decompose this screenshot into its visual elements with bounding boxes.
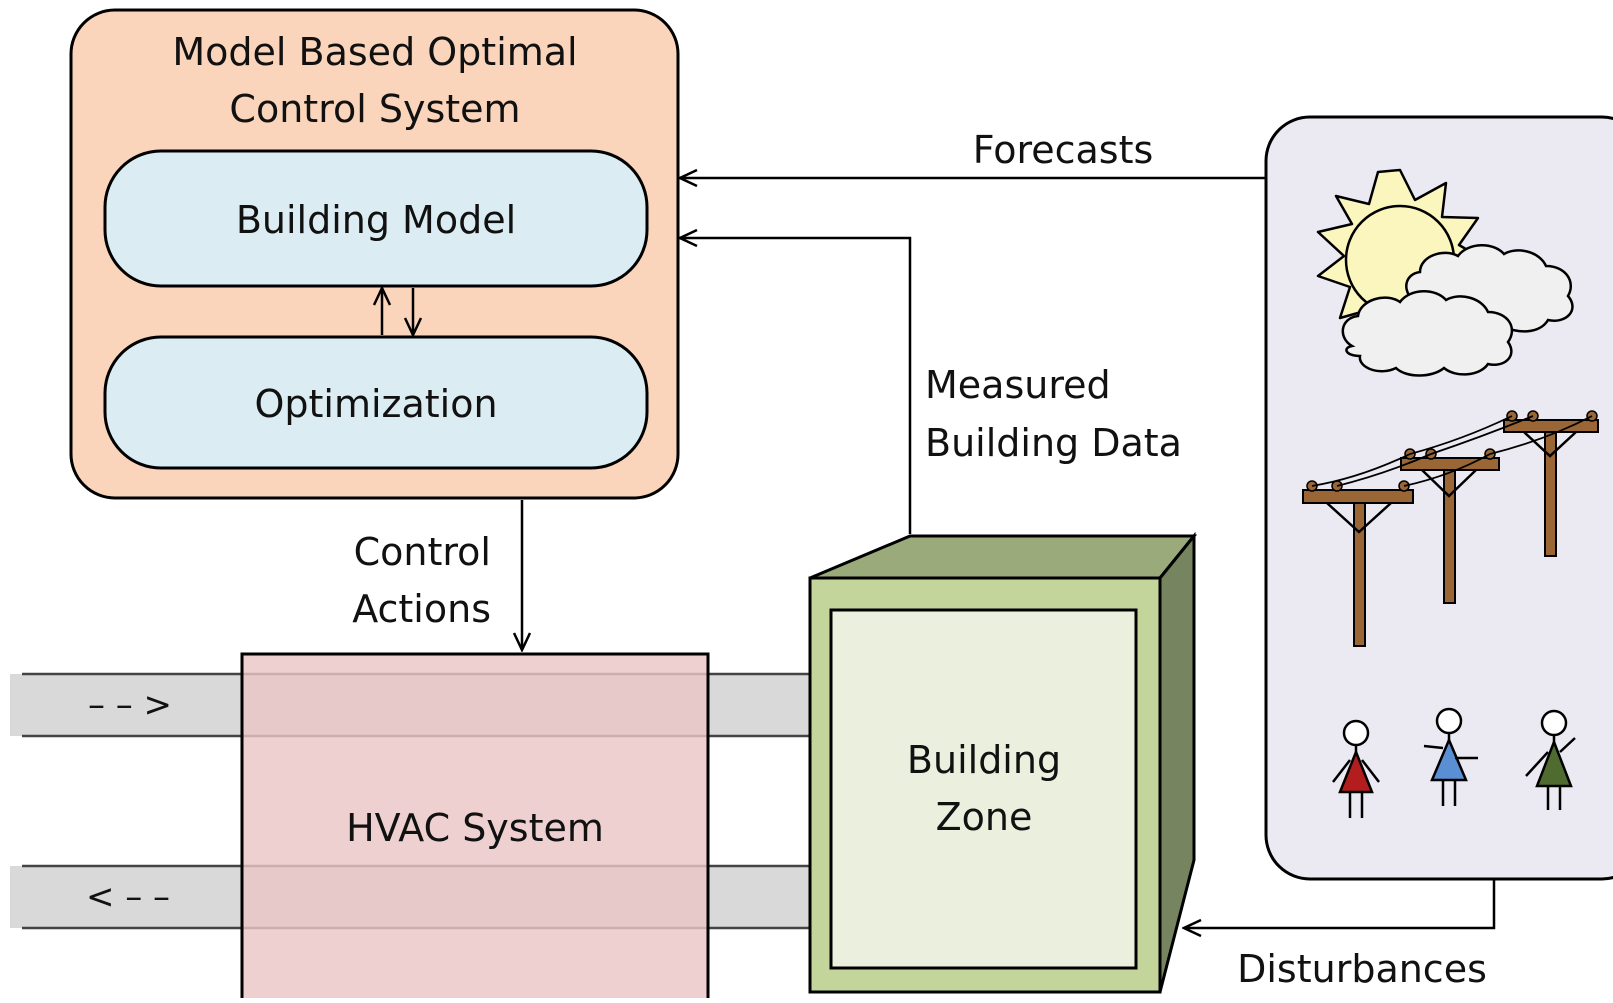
person-blue-icon — [1423, 707, 1478, 806]
person-green-icon — [1525, 709, 1576, 810]
control-label-line1: Control — [354, 530, 491, 574]
building-zone-label-line1: Building — [907, 738, 1061, 782]
forecasts-label: Forecasts — [973, 128, 1154, 172]
disturbances-label: Disturbances — [1237, 947, 1487, 991]
power-line-icon — [1302, 410, 1599, 647]
building-zone-label-line2: Zone — [936, 795, 1033, 839]
mpc-title-line1: Model Based Optimal — [172, 30, 577, 74]
optimization-box — [103, 335, 649, 470]
cube-inner-panel — [829, 608, 1138, 970]
return-flow-arrow-icon: < – – — [86, 877, 170, 917]
hvac-label: HVAC System — [346, 806, 604, 850]
flow-arrows: Forecasts Measured Building Data Control… — [352, 128, 1496, 991]
cube-top-face — [809, 534, 1198, 580]
supply-flow-arrow-icon: – – > — [88, 685, 172, 725]
person-red-icon — [1332, 719, 1380, 818]
mpc-system: Model Based Optimal Control System Build… — [69, 8, 680, 500]
measured-data-arrow — [680, 238, 912, 534]
building-zone: Building Zone — [808, 531, 1198, 994]
cube-side-face — [1158, 531, 1196, 993]
sun-cloud-icon — [1316, 168, 1574, 377]
optimization-label: Optimization — [254, 382, 497, 426]
control-label-line2: Actions — [352, 587, 491, 631]
disturbance-panel — [1264, 115, 1613, 881]
measured-label-line2: Building Data — [925, 421, 1182, 465]
people-icon — [1332, 707, 1576, 818]
disturbances-arrow — [1184, 880, 1496, 928]
hvac-system: HVAC System — [240, 652, 710, 1003]
measured-label-line1: Measured — [925, 363, 1111, 407]
mpc-title-line2: Control System — [229, 87, 520, 131]
building-model-label: Building Model — [236, 198, 516, 242]
